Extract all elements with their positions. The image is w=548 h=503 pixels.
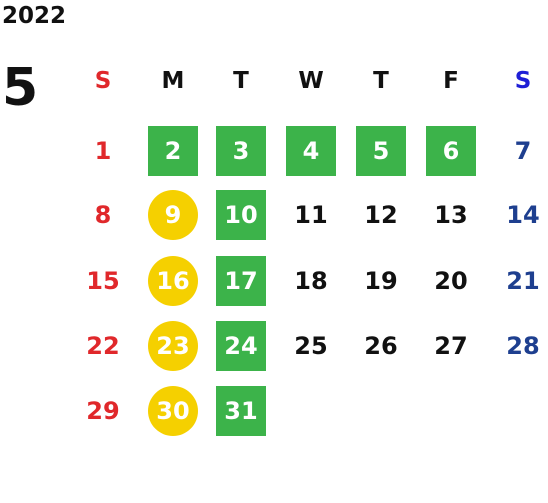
day-cell[interactable]: 22 (86, 332, 120, 360)
day-cell[interactable]: 17 (216, 256, 266, 306)
day-cell[interactable]: 15 (86, 267, 120, 295)
weekday-header: W (298, 68, 324, 94)
weekday-header: S (94, 68, 112, 94)
day-cell[interactable]: 20 (434, 267, 468, 295)
day-cell[interactable]: 9 (148, 190, 198, 240)
day-cell[interactable]: 31 (216, 386, 266, 436)
weekday-header: S (514, 68, 532, 94)
day-cell[interactable]: 14 (506, 201, 540, 229)
day-cell[interactable]: 1 (94, 137, 112, 165)
day-cell[interactable]: 18 (294, 267, 328, 295)
day-cell[interactable]: 13 (434, 201, 468, 229)
day-cell[interactable]: 6 (426, 126, 476, 176)
weekday-header: F (443, 68, 459, 94)
day-cell[interactable]: 4 (286, 126, 336, 176)
weekday-header: T (373, 68, 389, 94)
day-cell[interactable]: 10 (216, 190, 266, 240)
year-label: 2022 (2, 3, 67, 29)
day-cell[interactable]: 3 (216, 126, 266, 176)
day-cell[interactable]: 11 (294, 201, 328, 229)
day-cell[interactable]: 7 (514, 137, 532, 165)
day-cell[interactable]: 23 (148, 321, 198, 371)
day-cell[interactable]: 8 (94, 201, 112, 229)
month-number: 5 (2, 58, 39, 118)
day-cell[interactable]: 16 (148, 256, 198, 306)
day-cell[interactable]: 28 (506, 332, 540, 360)
day-cell[interactable]: 12 (364, 201, 398, 229)
day-cell[interactable]: 30 (148, 386, 198, 436)
day-cell[interactable]: 21 (506, 267, 540, 295)
weekday-header: M (161, 68, 185, 94)
day-cell[interactable]: 5 (356, 126, 406, 176)
day-cell[interactable]: 2 (148, 126, 198, 176)
day-cell[interactable]: 26 (364, 332, 398, 360)
day-cell[interactable]: 25 (294, 332, 328, 360)
day-cell[interactable]: 27 (434, 332, 468, 360)
day-cell[interactable]: 24 (216, 321, 266, 371)
day-cell[interactable]: 19 (364, 267, 398, 295)
day-cell[interactable]: 29 (86, 397, 120, 425)
weekday-header: T (233, 68, 249, 94)
